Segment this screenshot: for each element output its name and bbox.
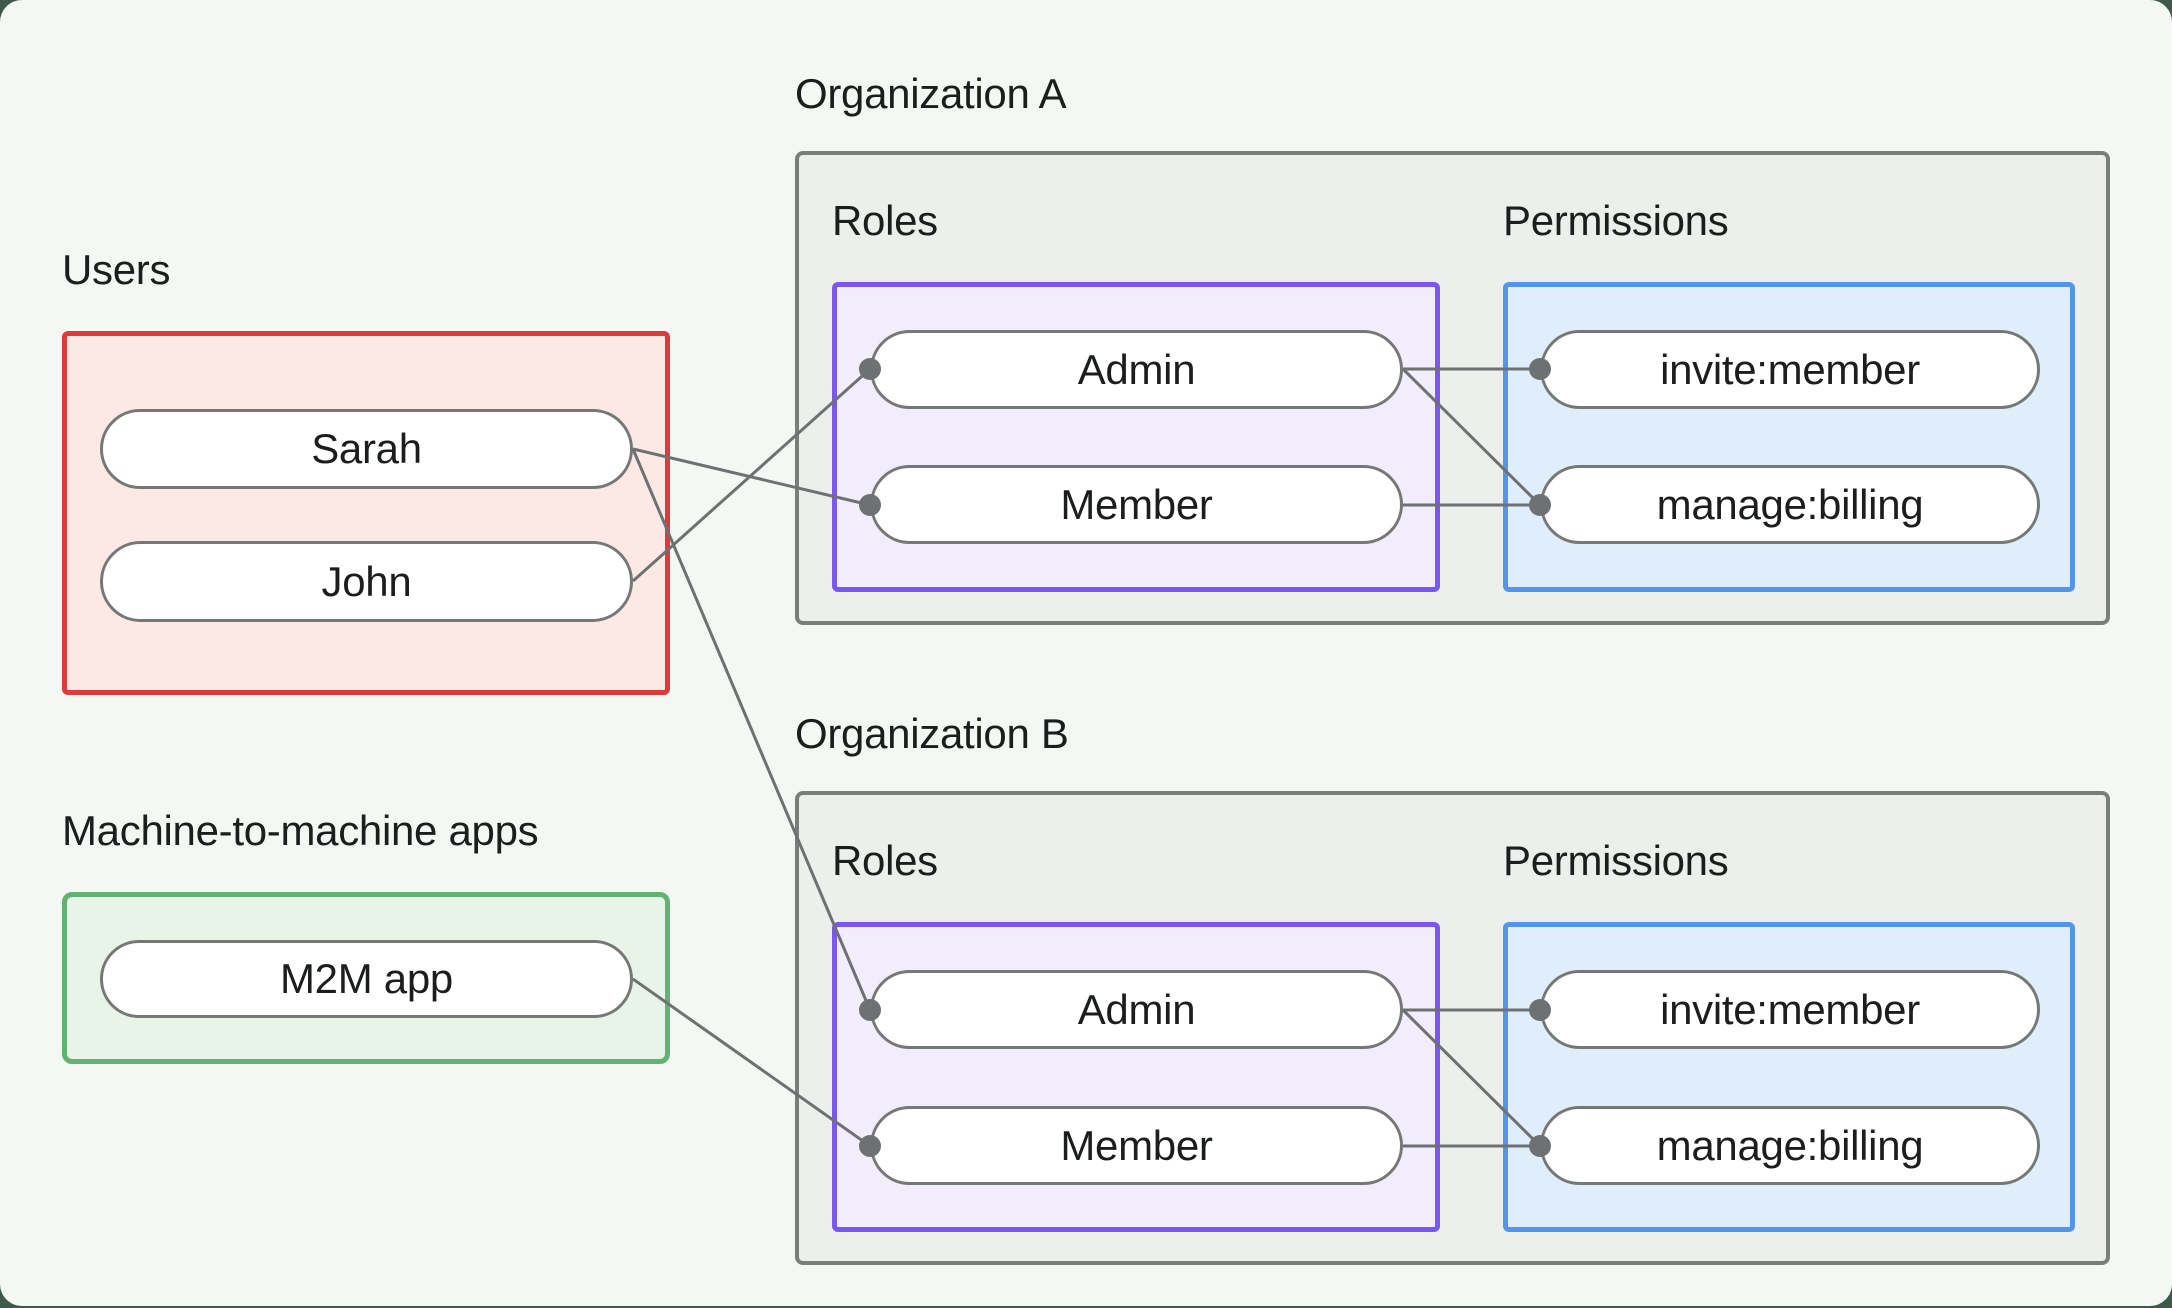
org-a-roles-label: Roles [832,197,938,244]
org-a-roles-box [832,282,1440,592]
org-b-permissions-box [1503,922,2075,1232]
user-pill-sarah: Sarah [100,409,633,489]
org-a-permissions-label: Permissions [1503,197,1729,244]
org-a-perm-invite-member-label: invite:member [1660,345,1920,393]
org-a-perm-pill-invite-member: invite:member [1540,330,2040,409]
org-b-role-member-label: Member [1060,1121,1213,1169]
org-a-perm-manage-billing-label: manage:billing [1656,480,1924,528]
org-a-perm-pill-manage-billing: manage:billing [1540,465,2040,544]
m2m-app-pill-label: M2M app [280,955,453,1002]
org-b-perm-pill-invite-member: invite:member [1540,970,2040,1049]
users-group-box [62,331,670,695]
org-a-title: Organization A [795,70,1067,117]
users-group-label: Users [62,246,171,293]
org-b-role-pill-member: Member [870,1106,1403,1185]
user-pill-sarah-label: Sarah [311,425,422,472]
m2m-group-label: Machine-to-machine apps [62,807,539,854]
org-b-role-admin-label: Admin [1077,985,1196,1033]
org-b-role-pill-admin: Admin [870,970,1403,1049]
user-pill-john-label: John [321,557,412,605]
org-b-permissions-label: Permissions [1503,837,1729,884]
org-b-title: Organization B [795,710,1069,757]
org-b-perm-invite-member-label: invite:member [1660,985,1920,1033]
org-a-role-pill-admin: Admin [870,330,1403,409]
user-pill-john: John [100,541,633,622]
org-b-roles-label: Roles [832,837,938,884]
org-a-role-member-label: Member [1060,480,1213,528]
org-b-roles-box [832,922,1440,1232]
m2m-app-pill: M2M app [100,940,633,1018]
org-b-perm-pill-manage-billing: manage:billing [1540,1106,2040,1185]
org-a-role-admin-label: Admin [1077,345,1196,393]
org-a-permissions-box [1503,282,2075,592]
org-b-perm-manage-billing-label: manage:billing [1656,1121,1924,1169]
org-a-role-pill-member: Member [870,465,1403,544]
